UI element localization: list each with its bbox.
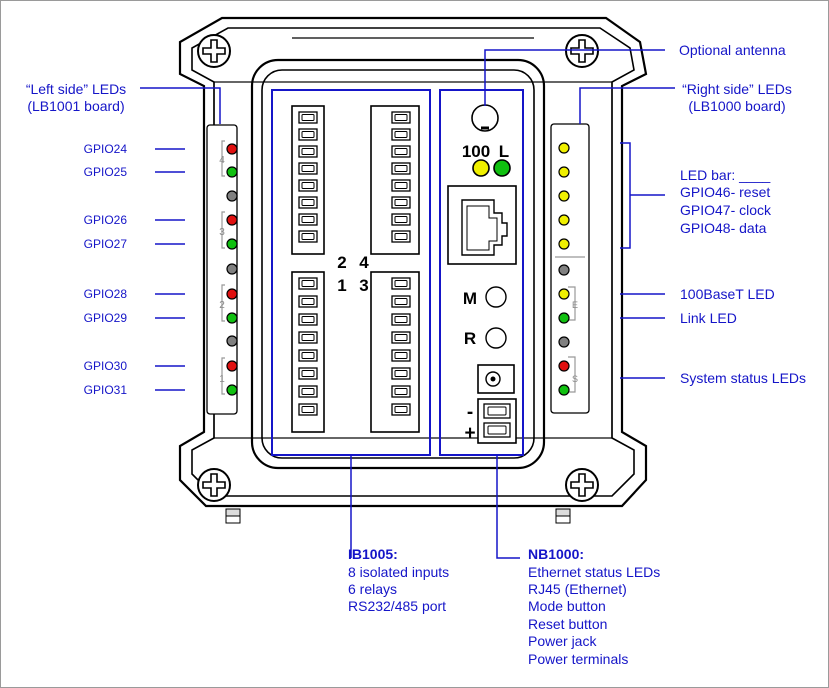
status-led-mark: S [572, 374, 578, 384]
nb1000-region [439, 89, 524, 456]
mounting-screw [565, 34, 599, 68]
led-gray [226, 335, 238, 347]
reset-button-label: R [464, 329, 476, 348]
led-group-number: 4 [219, 155, 225, 166]
power-terminals [477, 398, 517, 444]
led-red [226, 360, 238, 372]
terminal-block-4 [370, 105, 420, 255]
center-bezel-inner [261, 69, 535, 459]
led-yellow [558, 142, 570, 154]
left-leds-board: (LB1001 board) [27, 98, 124, 114]
gpio-label: GPIO29 [84, 311, 128, 325]
led-red [226, 143, 238, 155]
led-bar-data: GPIO48- data [680, 220, 767, 236]
mode-button-label: M [463, 289, 477, 308]
led-green [558, 312, 570, 324]
nb1000-line: RJ45 (Ethernet) [528, 581, 627, 597]
terminal-block-2 [291, 105, 325, 255]
plus-sign: + [464, 423, 475, 444]
link-led-label: Link LED [680, 310, 737, 326]
nb1000-line: Power jack [528, 633, 597, 649]
optional-antenna-label: Optional antenna [679, 42, 786, 58]
terminal-block-1 [291, 271, 325, 433]
mode-button [485, 286, 507, 308]
nb1000-line: Power terminals [528, 651, 628, 667]
gpio-label: GPIO27 [84, 237, 128, 251]
led-bar-title: LED bar: ____ [680, 167, 770, 183]
led-bar-reset: GPIO46- reset [680, 184, 770, 200]
base100t-led-label: 100BaseT LED [680, 286, 775, 302]
led-gray [226, 263, 238, 275]
led-group-number: 1 [219, 374, 225, 385]
led-red [226, 288, 238, 300]
ib1005-line: 8 isolated inputs [348, 564, 449, 580]
mounting-screw [197, 34, 231, 68]
left-leds-title: “Left side” LEDs [26, 81, 126, 97]
led-green [226, 238, 238, 250]
led-100-label: 100 [462, 142, 490, 161]
ethernet-led-mark: E [572, 300, 578, 310]
led-yellow [558, 190, 570, 202]
block-number-4: 4 [359, 253, 369, 272]
left-led-brackets [221, 140, 225, 395]
led-100-indicator [472, 159, 490, 177]
led-green [226, 166, 238, 178]
led-group-number: 2 [219, 300, 225, 311]
led-yellow [558, 288, 570, 300]
block-number-1: 1 [337, 276, 346, 295]
led-green [226, 312, 238, 324]
mounting-screw [197, 468, 231, 502]
block-number-2: 2 [337, 253, 346, 272]
rj45-port [447, 185, 517, 265]
nb1000-line: Mode button [528, 598, 606, 614]
mounting-screw [565, 468, 599, 502]
block-number-3: 3 [359, 276, 368, 295]
ib1005-line: RS232/485 port [348, 598, 446, 614]
led-link-indicator [493, 159, 511, 177]
led-yellow [558, 166, 570, 178]
right-led-board [550, 123, 590, 414]
right-leds-title: “Right side” LEDs [682, 81, 792, 97]
gpio-label: GPIO25 [84, 165, 128, 179]
led-green [558, 384, 570, 396]
led-bar-clock: GPIO47- clock [680, 202, 772, 218]
ib1005-title: IB1005: [348, 546, 398, 562]
led-gray [226, 190, 238, 202]
led-l-label: L [499, 142, 509, 161]
gpio-label: GPIO26 [84, 213, 128, 227]
led-green [226, 384, 238, 396]
minus-sign: - [467, 402, 473, 423]
led-group-number: 3 [219, 227, 225, 238]
led-red [558, 360, 570, 372]
terminal-block-3 [370, 271, 420, 433]
led-yellow [558, 238, 570, 250]
led-yellow [558, 214, 570, 226]
led-gray [558, 264, 570, 276]
nb1000-title: NB1000: [528, 546, 584, 562]
center-bezel-outer [250, 58, 546, 470]
nb1000-line: Ethernet status LEDs [528, 564, 660, 580]
gpio-label: GPIO30 [84, 359, 128, 373]
right-led-brackets [568, 286, 576, 393]
nb1000-line: Reset button [528, 616, 607, 632]
reset-button [485, 327, 507, 349]
callout-lines [140, 49, 675, 559]
led-gray [558, 336, 570, 348]
led-red [226, 214, 238, 226]
gpio-label: GPIO24 [84, 142, 128, 156]
system-status-leds-label: System status LEDs [680, 370, 806, 386]
gpio-label: GPIO31 [84, 383, 128, 397]
ib1005-line: 6 relays [348, 581, 397, 597]
power-jack [477, 364, 515, 394]
right-leds-board: (LB1000 board) [688, 98, 785, 114]
gpio-label: GPIO28 [84, 287, 128, 301]
